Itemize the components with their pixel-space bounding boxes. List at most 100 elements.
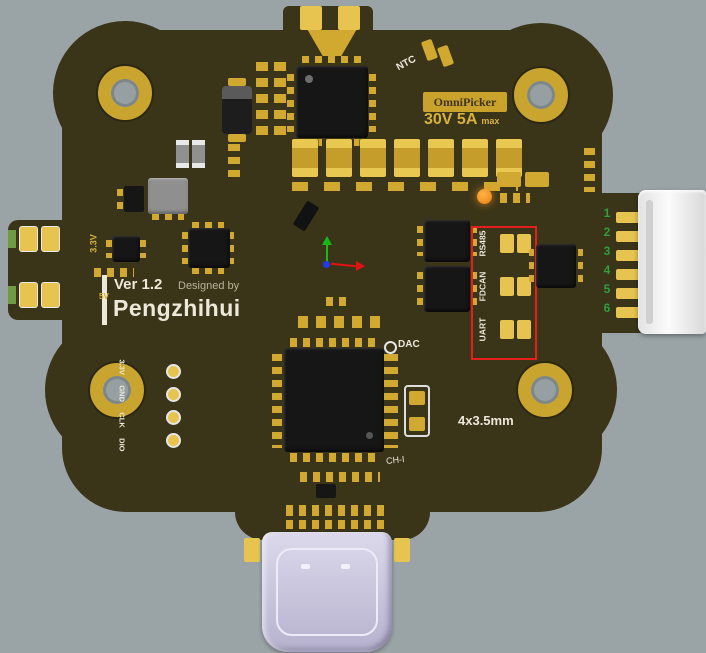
chip-pin1-dot — [305, 75, 313, 83]
pad-column — [256, 62, 268, 136]
top-edge-pad — [300, 6, 322, 30]
interface-highlight-box — [471, 226, 537, 360]
pad-column — [228, 144, 240, 180]
axis-origin-dot — [323, 261, 330, 268]
author-label: Pengzhihui — [113, 295, 241, 321]
usb-shield-pad — [244, 538, 260, 562]
inductor-component — [222, 86, 252, 134]
power-led — [477, 189, 492, 204]
mcu-leads-top — [290, 338, 378, 347]
usb-pad-row — [286, 505, 390, 516]
isolator-chip — [536, 244, 576, 288]
capacitor-small — [497, 172, 521, 187]
chip-leads — [228, 232, 234, 264]
debug-via — [166, 433, 181, 448]
chip-leads — [192, 222, 224, 228]
crystal-pad — [409, 391, 425, 405]
rating-label: 30V 5A — [424, 111, 478, 128]
pin-number-3: 3 — [603, 244, 611, 258]
debug-via — [166, 364, 181, 379]
chip-leads — [152, 214, 184, 220]
usb-c-mark — [341, 564, 350, 569]
chip-leads — [529, 249, 534, 283]
left-tab-pad — [20, 227, 37, 251]
resistor — [176, 140, 189, 168]
fdcan-pad — [517, 277, 531, 296]
usb-shield-pad — [394, 538, 410, 562]
capacitor — [496, 139, 522, 177]
regulator-chip — [148, 178, 188, 214]
chip-leads — [471, 272, 477, 306]
rs485-pad — [517, 234, 531, 253]
mounting-hole-top-right — [514, 68, 568, 122]
mounting-hole-top-left — [98, 66, 152, 120]
capacitor — [394, 139, 420, 177]
connector-pin-pad — [616, 288, 640, 299]
connector-pin-pad — [616, 250, 640, 261]
capacitor — [462, 139, 488, 177]
chip-leads — [106, 240, 112, 258]
buck-converter-chip — [188, 228, 230, 268]
pin-number-5: 5 — [603, 282, 611, 296]
usb-c-mark — [301, 564, 310, 569]
connector-pin-pad — [616, 307, 640, 318]
debug-via — [166, 410, 181, 425]
capacitor — [428, 139, 454, 177]
qfn-top-leads-right — [369, 74, 376, 132]
dac-testpoint — [384, 341, 397, 354]
axis-x-arrowhead — [356, 261, 365, 271]
pin-number-4: 4 — [603, 263, 611, 277]
led-left-bottom — [8, 286, 16, 304]
debug-label-gnd: GND — [117, 385, 127, 402]
connector-pin-pad — [616, 231, 640, 242]
transceiver-chip-1 — [424, 220, 470, 262]
mcu-pin1-dot — [366, 432, 373, 439]
small-chip — [316, 484, 336, 498]
led-left-top — [8, 230, 16, 248]
version-label: Ver 1.2 — [114, 276, 163, 293]
brand-plate: OmniPicker — [423, 92, 507, 112]
transistor — [124, 186, 144, 212]
mounting-hole-bottom-right — [518, 363, 572, 417]
left-tab-pad — [42, 283, 59, 307]
debug-label-dio: DIO — [117, 438, 127, 452]
uart-label: UART — [477, 317, 488, 342]
resistor — [192, 140, 205, 168]
solder-pad — [228, 134, 246, 142]
uart-pad — [517, 320, 531, 339]
axis-y-green — [326, 244, 328, 265]
pad-column — [274, 62, 286, 136]
pin-number-2: 2 — [603, 225, 611, 239]
pad-row — [326, 297, 352, 306]
uart-pad — [500, 320, 514, 339]
chip-leads — [578, 249, 583, 283]
rail-5v-label: 5V — [99, 292, 109, 301]
mcu-leads-right — [384, 354, 398, 448]
pad-row — [300, 472, 380, 482]
debug-label-clk: CLK — [117, 412, 127, 428]
crystal-pad — [409, 417, 425, 431]
pin-number-6: 6 — [603, 301, 611, 315]
chip-leads — [417, 272, 423, 306]
debug-header-labels: 3.3V GND CLK DIO — [116, 360, 127, 452]
chip-leads — [471, 226, 477, 256]
debug-label-3v3: 3.3V — [117, 359, 127, 375]
crystal-oscillator — [404, 385, 430, 437]
mcu-leads-bottom — [290, 453, 378, 462]
pin-number-1: 1 — [603, 206, 611, 220]
solder-pad — [228, 78, 246, 86]
usb-c-shell-outline — [276, 548, 378, 636]
capacitor — [360, 139, 386, 177]
silkscreen-bar — [102, 275, 107, 325]
connector-pin-pad — [616, 212, 640, 223]
rating-label-group: 30V 5A max — [424, 111, 499, 129]
mcu-leads-left — [272, 354, 282, 448]
dac-label: DAC — [398, 339, 420, 350]
debug-via — [166, 387, 181, 402]
chip-leads — [182, 232, 188, 264]
rs485-pad — [500, 234, 514, 253]
left-tab-pad — [42, 227, 59, 251]
left-tab-pad — [20, 283, 37, 307]
pad-row — [292, 182, 518, 191]
